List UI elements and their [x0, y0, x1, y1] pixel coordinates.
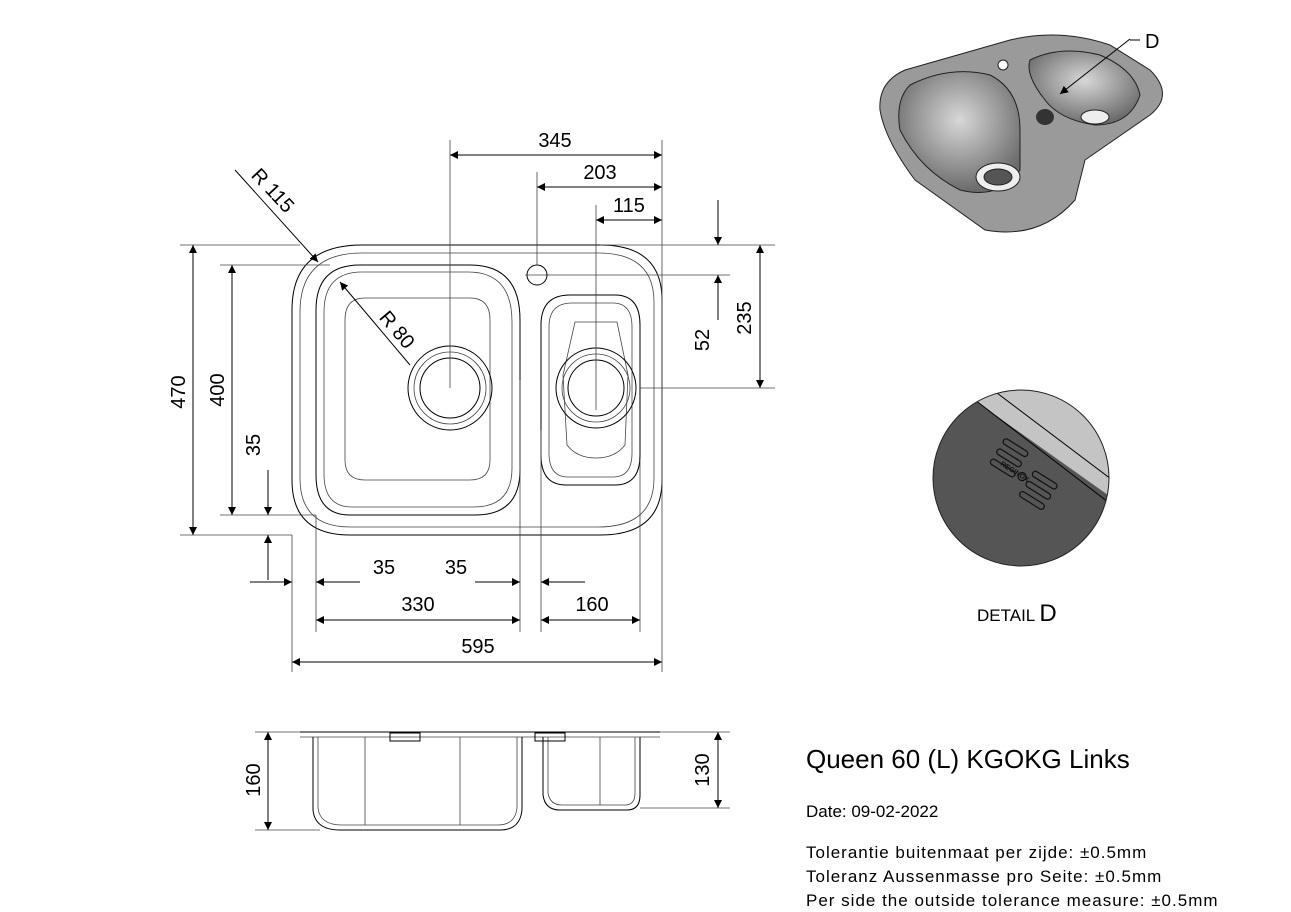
left-bowl — [315, 264, 521, 516]
dim-115: 115 — [613, 195, 645, 217]
extension-lines — [180, 140, 775, 672]
dimension-labels: 345 203 115 470 400 35 52 235 35 35 330 … — [168, 130, 756, 658]
product-title: Queen 60 (L) KGOKG Links — [806, 744, 1130, 774]
dim-345: 345 — [538, 130, 571, 152]
iso-view: D — [879, 31, 1163, 233]
tolerance-nl: Tolerantie buitenmaat per zijde: ±0.5mm — [806, 843, 1148, 862]
side-dim-130: 130 — [692, 753, 714, 786]
dim-35-left: 35 — [373, 557, 395, 579]
dim-35-middle: 35 — [445, 557, 467, 579]
sink-outline — [291, 244, 663, 536]
tolerance-de: Toleranz Aussenmasse pro Seite: ±0.5mm — [806, 867, 1163, 886]
tolerance-en: Per side the outside tolerance measure: … — [806, 891, 1219, 910]
dim-52: 52 — [692, 329, 714, 351]
dim-595: 595 — [461, 636, 494, 658]
dim-35-vertical: 35 — [243, 434, 265, 456]
detail-label-letter: D — [1039, 600, 1057, 627]
dimension-lines — [189, 151, 764, 666]
dim-235: 235 — [734, 301, 756, 334]
side-view: 160 130 — [243, 731, 730, 831]
detail-d-view: REGINOX — [932, 389, 1110, 567]
iso-callout-d: D — [1145, 31, 1159, 53]
plan-view — [291, 244, 663, 536]
dim-400: 400 — [207, 373, 229, 406]
dim-203: 203 — [583, 162, 616, 184]
detail-label: DETAIL D — [977, 600, 1057, 628]
side-dim-160: 160 — [243, 763, 265, 796]
dim-330: 330 — [401, 594, 434, 616]
drawing-date: Date: 09-02-2022 — [806, 802, 939, 821]
dim-160: 160 — [575, 594, 608, 616]
detail-label-prefix: DETAIL — [977, 606, 1035, 625]
right-bowl — [540, 294, 641, 486]
dim-470: 470 — [168, 375, 190, 408]
